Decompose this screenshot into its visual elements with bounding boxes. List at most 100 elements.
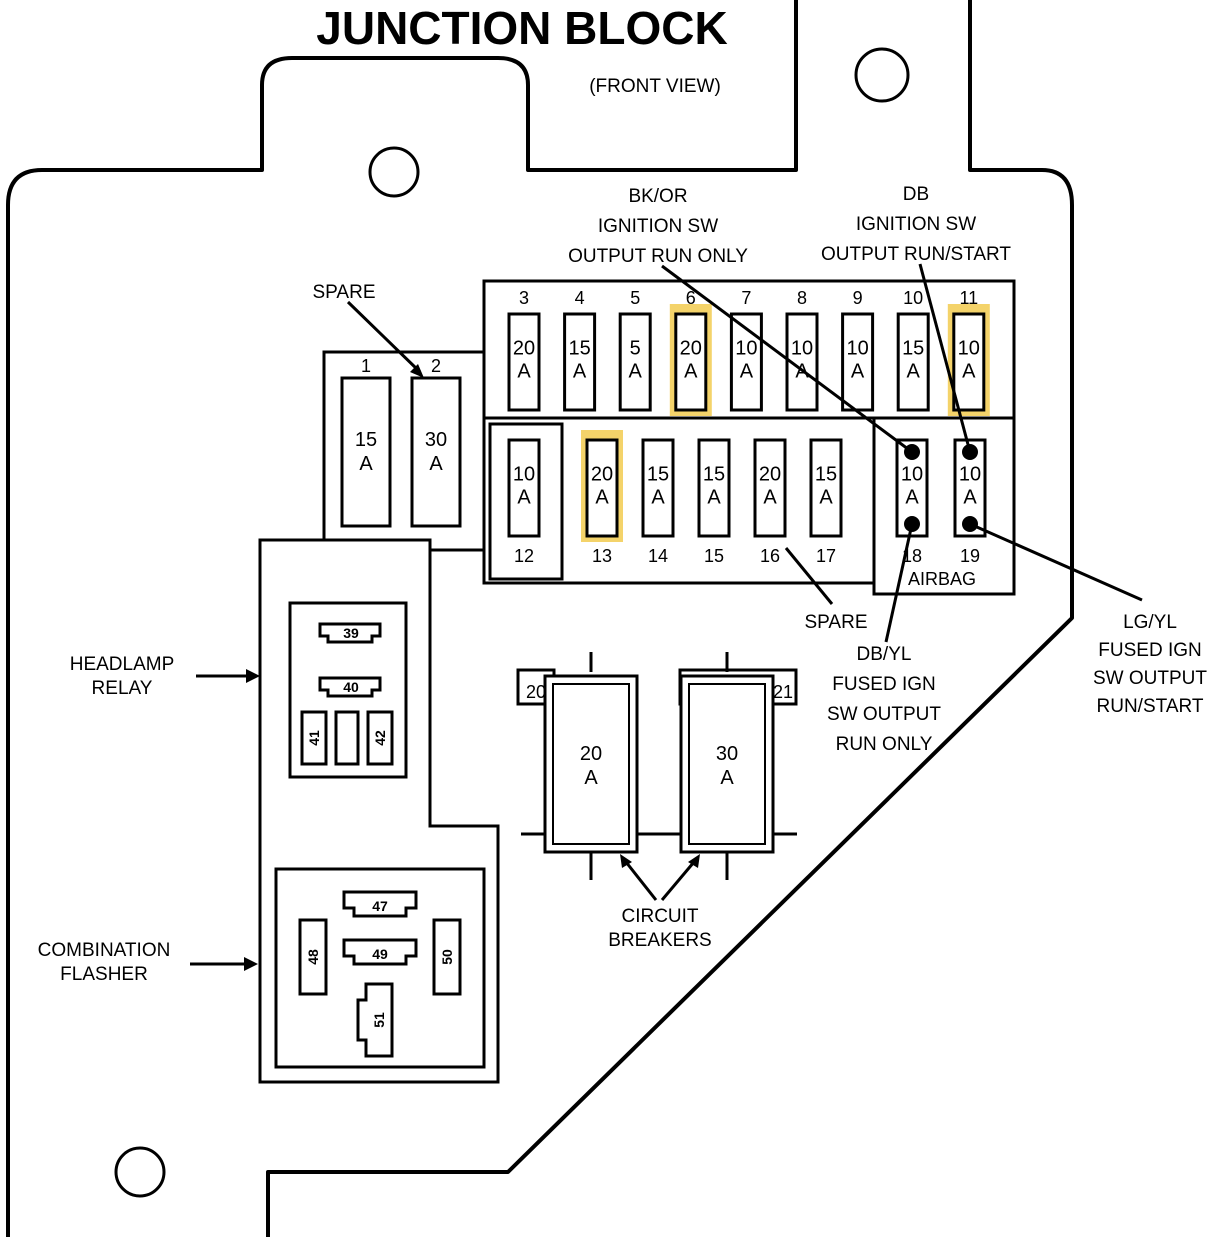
breaker-21-amps: 30 [716, 743, 738, 765]
fuse-3-amps: 20 [513, 337, 535, 359]
fuse-4 [563, 312, 597, 412]
flasher-socket-51 [356, 982, 394, 1058]
db-label: OUTPUT RUN/START [821, 244, 1011, 265]
relay-socket-41-label: 41 [306, 730, 322, 746]
fuse-12-unit: A [517, 486, 531, 508]
dbyl-label: SW OUTPUT [827, 704, 941, 725]
fuse-13-unit: A [595, 486, 609, 508]
dbyl-label: RUN ONLY [836, 734, 933, 755]
fuse-7-unit: A [740, 360, 754, 382]
mounting-hole [114, 1146, 166, 1198]
bkor-label: BK/OR [628, 186, 687, 207]
bkor-label: IGNITION SW [598, 216, 718, 237]
fuse-8-amps: 10 [791, 337, 813, 359]
spare-bottom-label: SPARE [804, 612, 867, 633]
flasher-socket-49-label: 49 [372, 946, 388, 962]
fuse-6 [674, 312, 708, 412]
fuse-10-amps: 15 [902, 337, 924, 359]
dbyl-label: FUSED IGN [832, 674, 935, 695]
panel-outline [6, 0, 1074, 1237]
arrow-head [246, 669, 260, 683]
fuse-3 [507, 312, 541, 412]
fuse-13-number: 13 [592, 546, 612, 566]
flasher-socket-50 [432, 918, 462, 996]
leader-breaker-2 [660, 861, 696, 901]
breaker-20-unit: A [584, 767, 598, 789]
fuse-17-number: 17 [816, 546, 836, 566]
headlamp-relay-label: RELAY [92, 678, 153, 699]
fuse-12 [507, 438, 541, 538]
fuse-11-number: 11 [959, 288, 978, 308]
fuse-5-number: 5 [630, 288, 640, 308]
fuse-8-number: 8 [797, 288, 807, 308]
fuse-18-unit: A [905, 486, 919, 508]
fuse-1-unit: A [359, 453, 373, 475]
relay-socket-42-label: 42 [372, 730, 388, 746]
lgyl-label: RUN/START [1097, 696, 1204, 717]
circuit-breakers-label: CIRCUIT [621, 906, 698, 927]
relay-socket-39-label: 39 [343, 625, 359, 641]
fuse-9-amps: 10 [846, 337, 868, 359]
fuse-6-number: 6 [686, 288, 696, 308]
callout-labels: SPARE BK/OR IGNITION SW OUTPUT RUN ONLY … [38, 184, 1208, 985]
fuse-5-amps: 5 [630, 337, 641, 359]
fuse-18-amps: 10 [901, 463, 923, 485]
bkor-label: OUTPUT RUN ONLY [568, 246, 748, 267]
fuse-4-amps: 15 [568, 337, 590, 359]
lgyl-label: FUSED IGN [1098, 640, 1201, 661]
arrow-head [410, 364, 424, 378]
fuse-5-unit: A [629, 360, 643, 382]
fuse-15-unit: A [707, 486, 721, 508]
fuse-15-number: 15 [704, 546, 724, 566]
dot [904, 444, 920, 460]
leader-bkor [661, 264, 913, 454]
fuse-4-number: 4 [575, 288, 585, 308]
breaker-20-amps: 20 [580, 743, 602, 765]
page-title: JUNCTION BLOCK [316, 2, 727, 54]
flasher-label: COMBINATION [38, 940, 171, 961]
fuse-8 [785, 312, 819, 412]
breaker-21-number: 21 [773, 682, 793, 702]
fuse-10 [896, 312, 930, 412]
fuse-16 [753, 438, 787, 538]
fuse-14-unit: A [651, 486, 665, 508]
relay-socket-39 [318, 622, 382, 644]
fuse-13-amps: 20 [591, 463, 613, 485]
relay-socket-40 [318, 676, 382, 698]
fuse-3-unit: A [517, 360, 531, 382]
mounting-hole [368, 146, 420, 198]
leader-lines [190, 263, 1143, 971]
dot [962, 444, 978, 460]
fuse-11-amps: 10 [958, 337, 980, 359]
headlamp-relay-sockets: 39 40 41 42 [300, 622, 394, 766]
fuse-6-amps: 20 [680, 337, 702, 359]
arrow-head [620, 854, 632, 868]
lgyl-label: LG/YL [1123, 612, 1177, 633]
relay-socket-42 [366, 710, 394, 766]
flasher-label: FLASHER [60, 964, 148, 985]
mounting-hole [854, 47, 910, 103]
fuse-2-amps: 30 [425, 429, 447, 451]
breaker-20-number: 20 [526, 682, 546, 702]
relay-socket-41 [300, 710, 328, 766]
connector-dots [904, 444, 978, 532]
fuse-2 [410, 376, 462, 528]
fuse-7-number: 7 [741, 288, 751, 308]
fuse-16-number: 16 [760, 546, 780, 566]
leader-dbyl [884, 523, 914, 643]
dot [904, 516, 920, 532]
leader-db [918, 263, 972, 453]
flasher-socket-49 [342, 938, 418, 966]
fuse-3-number: 3 [519, 288, 529, 308]
fuse-11-unit: A [962, 360, 976, 382]
fuse-10-number: 10 [903, 288, 923, 308]
airbag-housing [872, 416, 1016, 596]
fuse-2-unit: A [429, 453, 443, 475]
fuse-15 [697, 438, 731, 538]
breaker-21-inner [688, 683, 766, 845]
arrow-head [688, 854, 700, 868]
dot [962, 516, 978, 532]
fuse-19-amps: 10 [959, 463, 981, 485]
